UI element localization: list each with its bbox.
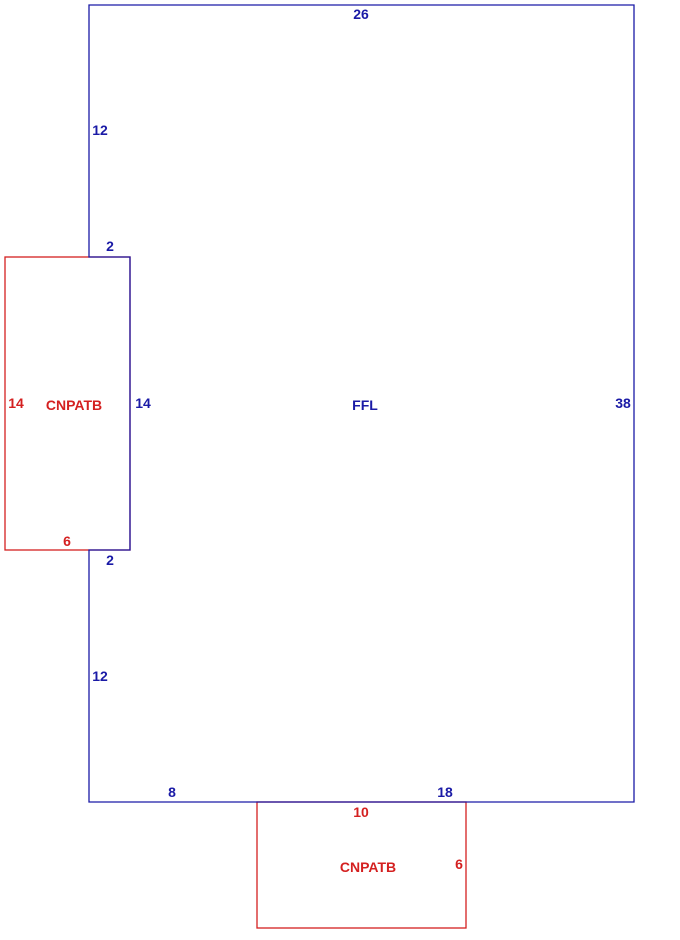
dim-addition-left-bottom: 6 — [63, 533, 71, 549]
dim-main-top: 26 — [353, 6, 369, 22]
dim-main-left-lower: 12 — [92, 668, 108, 684]
addition-left-label: CNPATB — [46, 397, 102, 413]
dim-main-bottom-right: 18 — [437, 784, 453, 800]
dim-addition-bottom-top: 10 — [353, 804, 369, 820]
dim-main-left-upper: 12 — [92, 122, 108, 138]
main-area-outline — [88, 4, 635, 803]
addition-bottom-label: CNPATB — [340, 859, 396, 875]
dim-main-right: 38 — [615, 395, 631, 411]
dim-addition-bottom-side: 6 — [455, 856, 463, 872]
dim-main-notch-side: 14 — [135, 395, 151, 411]
dim-main-notch-top: 2 — [106, 238, 114, 254]
dim-main-bottom-left: 8 — [168, 784, 176, 800]
dim-addition-left-side: 14 — [8, 395, 24, 411]
dim-main-notch-bottom: 2 — [106, 552, 114, 568]
main-area-label: FFL — [352, 397, 378, 413]
